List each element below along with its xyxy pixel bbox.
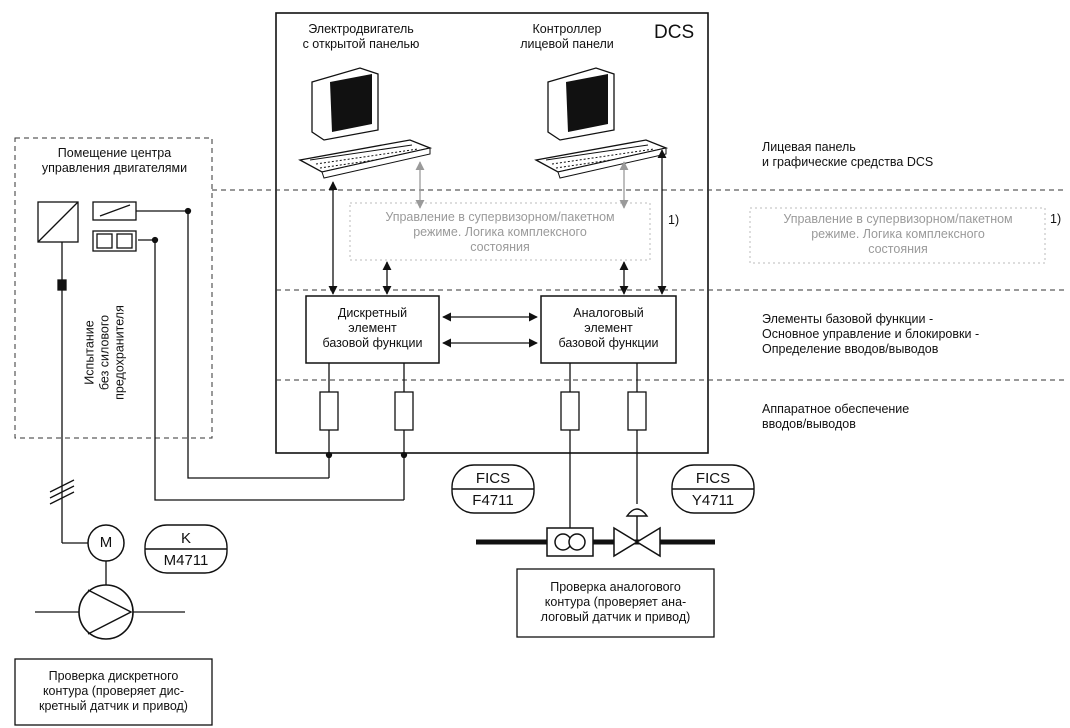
control-valve-symbol [613, 508, 661, 558]
flow-meter-symbol [546, 527, 594, 557]
io-module-analog-1 [560, 363, 580, 528]
analog-check-box [516, 568, 715, 638]
footnote-outer: 1) [1050, 212, 1062, 226]
tag-flow-number: F4711 [472, 492, 514, 509]
tag-flow-function: FICS [475, 470, 511, 487]
ws-right-label: Контроллер лицевой панели [520, 22, 614, 51]
mcc-test-note: Испытание без силового предохранителя [82, 305, 127, 400]
mcc-title: Помещение центра управления двигателями [41, 146, 188, 175]
ws-left-label: Электродвигатель с открытой панелью [302, 22, 420, 51]
discrete-element-label: Дискретный элемент базовой функции [322, 306, 423, 350]
layer-label-front-panel: Лицевая панель и графические средства DC… [762, 140, 934, 169]
io-module-analog-2 [627, 363, 647, 504]
analog-element-box [540, 295, 677, 364]
tag-valve-bubble [671, 464, 755, 514]
mcc-room-boundary [14, 137, 213, 439]
dcs-label: DCS [654, 22, 695, 43]
footnote-inner: 1) [668, 213, 680, 227]
discrete-element-box [305, 295, 440, 364]
motor-letter: M [99, 534, 113, 551]
discrete-check-box [14, 658, 213, 726]
supervisory-inner-text: Управление в супервизорном/пакетном режи… [385, 210, 615, 254]
mcc-starter-symbols [37, 201, 137, 252]
supervisory-outer-text: Управление в супервизорном/пакетном режи… [783, 212, 1013, 256]
workstation-left-icon [298, 67, 433, 179]
tag-motor-number: M4711 [163, 552, 209, 569]
tag-valve-number: Y4711 [691, 492, 735, 509]
supervisory-box-inner [349, 202, 651, 261]
workstation-right-icon [534, 67, 669, 179]
analog-check-label: Проверка аналогового контура (проверяет … [540, 580, 691, 624]
discrete-check-label: Проверка дискретного контура (проверяет … [39, 669, 188, 713]
tag-motor-bubble [144, 524, 228, 574]
layer-label-io-hardware: Аппаратное обеспечение вводов/выводов [762, 402, 910, 431]
discrete-wiring [136, 207, 408, 501]
dcs-boundary [275, 12, 709, 454]
motor-power-line [49, 242, 89, 544]
pump-symbol [78, 584, 134, 640]
tag-motor-function: K [180, 530, 191, 547]
pump-impeller [87, 589, 133, 635]
io-module-discrete-2 [394, 363, 414, 500]
tag-valve-function: FICS [695, 470, 731, 487]
layer-label-basic-functions: Элементы базовой функции - Основное упра… [762, 312, 980, 356]
tag-flow-bubble [451, 464, 535, 514]
analog-element-label: Аналоговый элемент базовой функции [558, 306, 659, 350]
